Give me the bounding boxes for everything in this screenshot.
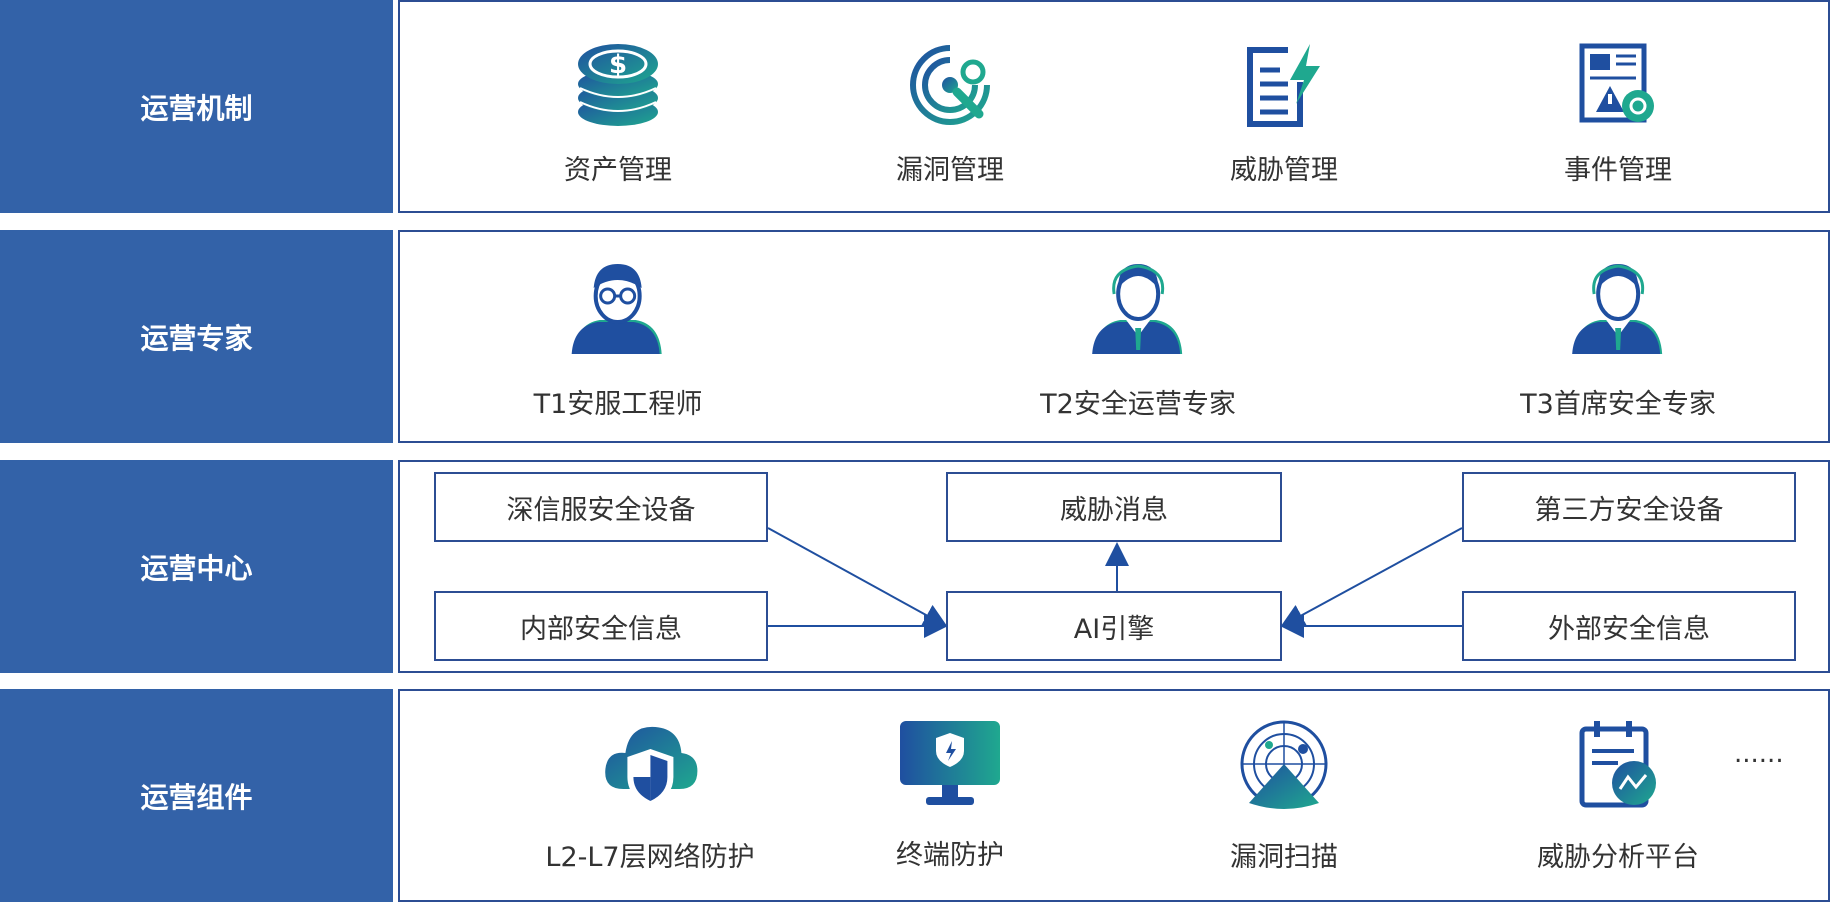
t2-expert-item: T2安全运营专家 (1040, 258, 1236, 421)
external-info-box: 外部安全信息 (1462, 591, 1796, 661)
document-lightning-icon (1247, 44, 1320, 127)
row-label-center: 运营中心 (0, 460, 393, 673)
t2-expert-label: T2安全运营专家 (1040, 389, 1236, 420)
row-label-components: 运营组件 (0, 689, 393, 902)
third-party-device-box: 第三方安全设备 (1462, 472, 1796, 542)
vulnerability-scan-item: 漏洞扫描 (1230, 719, 1338, 874)
vulnerability-management-item: 漏洞管理 (896, 42, 1004, 187)
monitor-shield-icon (900, 721, 1000, 805)
t3-chief-expert-item: T3首席安全专家 (1520, 258, 1716, 421)
engineer-glasses-icon (571, 264, 662, 354)
incident-management-item: 事件管理 (1564, 42, 1672, 187)
threat-analysis-platform-item: 威胁分析平台 (1537, 719, 1699, 874)
row-label-experts: 运营专家 (0, 230, 393, 443)
t3-chief-expert-label: T3首席安全专家 (1520, 389, 1716, 420)
vulnerability-scan-label: 漏洞扫描 (1230, 842, 1338, 873)
t1-engineer-item: T1安服工程师 (533, 258, 703, 421)
network-protection-item: L2-L7层网络防护 (545, 719, 755, 874)
threat-message-box: 威胁消息 (946, 472, 1282, 542)
chief-expert-icon (1571, 264, 1662, 354)
endpoint-protection-label: 终端防护 (896, 840, 1004, 871)
more-ellipsis: ...... (1734, 739, 1784, 769)
endpoint-protection-item: 终端防护 (896, 719, 1004, 872)
internal-info-box: 内部安全信息 (434, 591, 768, 661)
mechanism-panel: $ 资产管理 漏洞管理 威胁管理 事件 (398, 0, 1830, 213)
calendar-chart-icon (1579, 721, 1656, 808)
row-label-mechanism: 运营机制 (0, 0, 393, 213)
expert-headset-icon (1091, 264, 1182, 354)
asset-management-label: 资产管理 (564, 155, 672, 186)
cloud-shield-icon (604, 726, 697, 807)
coins-icon: $ (578, 44, 658, 126)
vulnerability-management-label: 漏洞管理 (896, 155, 1004, 186)
asset-management-item: $ 资产管理 (564, 42, 672, 187)
experts-panel: T1安服工程师 T2安全运营专家 T3首席安全专家 (398, 230, 1830, 443)
threat-management-label: 威胁管理 (1230, 155, 1338, 186)
radar-wrench-icon (910, 45, 990, 125)
ai-engine-box: AI引擎 (946, 591, 1282, 661)
radar-scan-icon (1240, 720, 1328, 809)
report-warning-gear-icon (1579, 43, 1654, 123)
components-panel: L2-L7层网络防护 终端防护 漏洞扫描 (398, 689, 1830, 902)
threat-analysis-platform-label: 威胁分析平台 (1537, 842, 1699, 873)
sangfor-device-box: 深信服安全设备 (434, 472, 768, 542)
network-protection-label: L2-L7层网络防护 (545, 842, 755, 873)
threat-management-item: 威胁管理 (1230, 42, 1338, 187)
incident-management-label: 事件管理 (1564, 155, 1672, 186)
svg-text:$: $ (609, 50, 627, 80)
t1-engineer-label: T1安服工程师 (533, 389, 703, 420)
